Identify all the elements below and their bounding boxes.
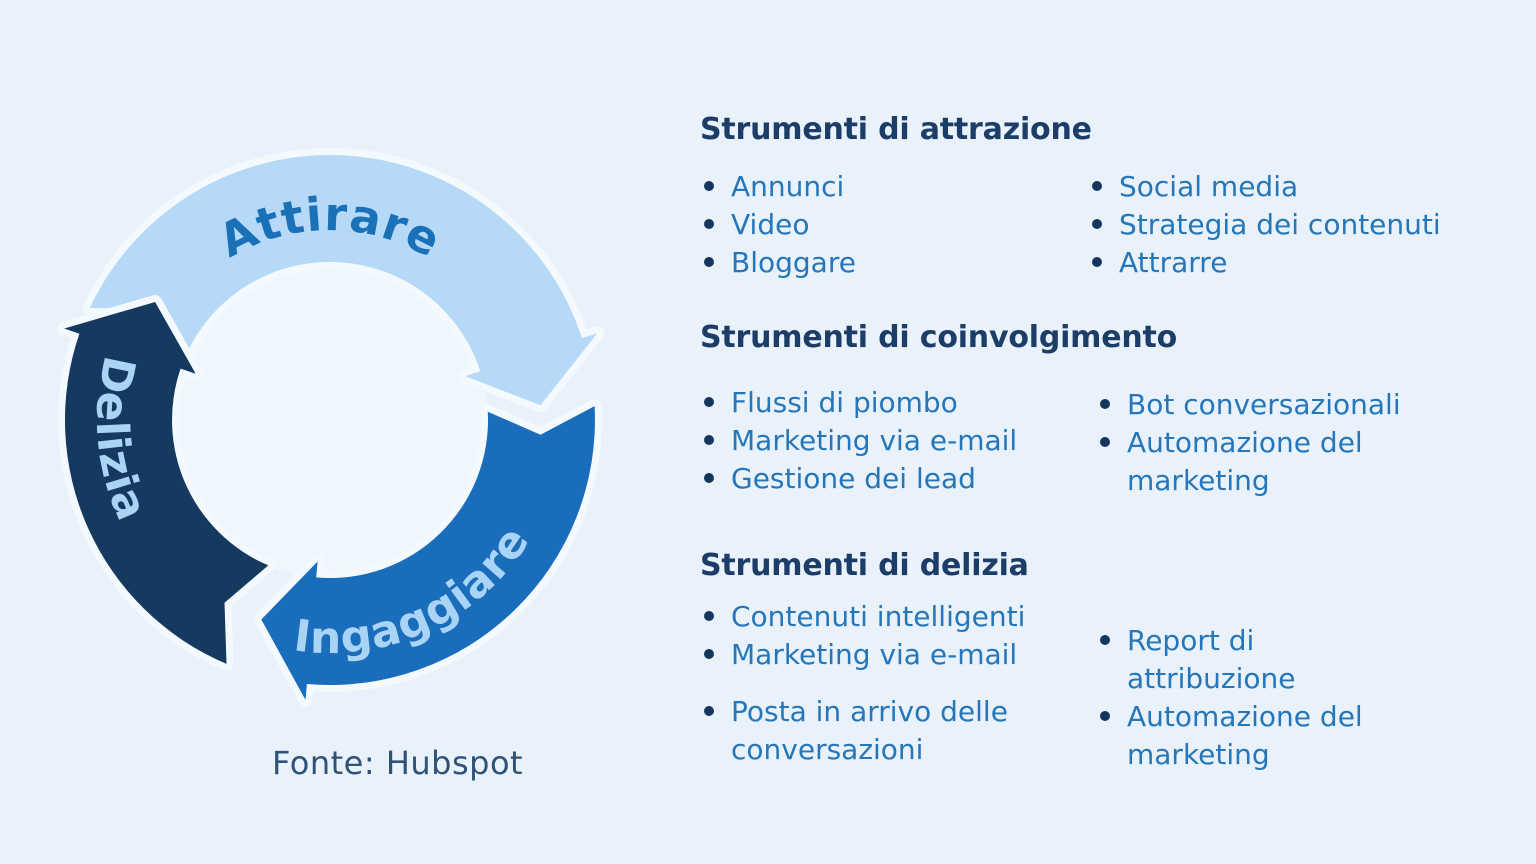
list-item: Gestione dei lead xyxy=(700,460,1060,498)
bullet-icon xyxy=(1100,711,1110,721)
list-item: Report di attribuzione xyxy=(1096,622,1430,698)
bullet-icon xyxy=(704,473,714,483)
section-title-coinvolgimento: Strumenti di coinvolgimento xyxy=(700,320,1178,355)
list-item-label: Automazione del marketing xyxy=(1127,426,1363,497)
list-item-label: Gestione dei lead xyxy=(731,462,976,495)
bullet-icon xyxy=(704,219,714,229)
list-item: Automazione del marketing xyxy=(1096,698,1430,774)
list-item: Attrarre xyxy=(1088,244,1488,282)
bullet-icon xyxy=(704,397,714,407)
list-item-label: Contenuti intelligenti xyxy=(731,600,1026,633)
list-item: Contenuti intelligenti xyxy=(700,598,1030,636)
list-item-label: Social media xyxy=(1119,170,1299,203)
list-item-label: Posta in arrivo delle conversazioni xyxy=(731,695,1008,766)
bullet-icon xyxy=(1092,181,1102,191)
list-item: Video xyxy=(700,206,1050,244)
list-item-label: Marketing via e-mail xyxy=(731,424,1018,457)
bullet-icon xyxy=(704,649,714,659)
list-item: Flussi di piombo xyxy=(700,384,1060,422)
source-caption: Fonte: Hubspot xyxy=(272,744,524,782)
list-item: Marketing via e-mail xyxy=(700,422,1060,460)
bullet-icon xyxy=(704,706,714,716)
bullet-icon xyxy=(1100,635,1110,645)
list-item-label: Automazione del marketing xyxy=(1127,700,1363,771)
bullet-icon xyxy=(704,435,714,445)
bullet-icon xyxy=(704,181,714,191)
flywheel-hub xyxy=(172,262,488,578)
list-item-label: Strategia dei contenuti xyxy=(1119,208,1441,241)
list-item: Annunci xyxy=(700,168,1050,206)
list-item-label: Report di attribuzione xyxy=(1127,624,1296,695)
bullet-icon xyxy=(1092,257,1102,267)
engage-arc-arrow xyxy=(254,399,602,707)
section-title-delizia: Strumenti di delizia xyxy=(700,548,1029,583)
delight-arc-arrow xyxy=(57,295,276,671)
attract-arc-arrow xyxy=(82,148,605,413)
list-item-label: Bloggare xyxy=(731,246,856,279)
list-item: Social media xyxy=(1088,168,1488,206)
bullet-icon xyxy=(704,611,714,621)
list-item-label: Video xyxy=(731,208,810,241)
list-item: Marketing via e-mail xyxy=(700,636,1030,674)
list-item-label: Attrarre xyxy=(1119,246,1228,279)
flywheel-diagram: Attirare Delizia Ingaggiare xyxy=(57,148,605,707)
bullet-icon xyxy=(1100,399,1110,409)
list-item: Automazione del marketing xyxy=(1096,424,1428,500)
list-item: Posta in arrivo delle conversazioni xyxy=(700,693,1030,769)
list-item-label: Annunci xyxy=(731,170,845,203)
list-item: Strategia dei contenuti xyxy=(1088,206,1488,244)
list-item: Bot conversazionali xyxy=(1096,386,1428,424)
list-item-label: Bot conversazionali xyxy=(1127,388,1401,421)
section-title-attrazione: Strumenti di attrazione xyxy=(700,112,1092,147)
list-item-label: Marketing via e-mail xyxy=(731,638,1018,671)
bullet-icon xyxy=(1092,219,1102,229)
list-item-label: Flussi di piombo xyxy=(731,386,958,419)
bullet-icon xyxy=(1100,437,1110,447)
bullet-icon xyxy=(704,257,714,267)
list-item: Bloggare xyxy=(700,244,1050,282)
